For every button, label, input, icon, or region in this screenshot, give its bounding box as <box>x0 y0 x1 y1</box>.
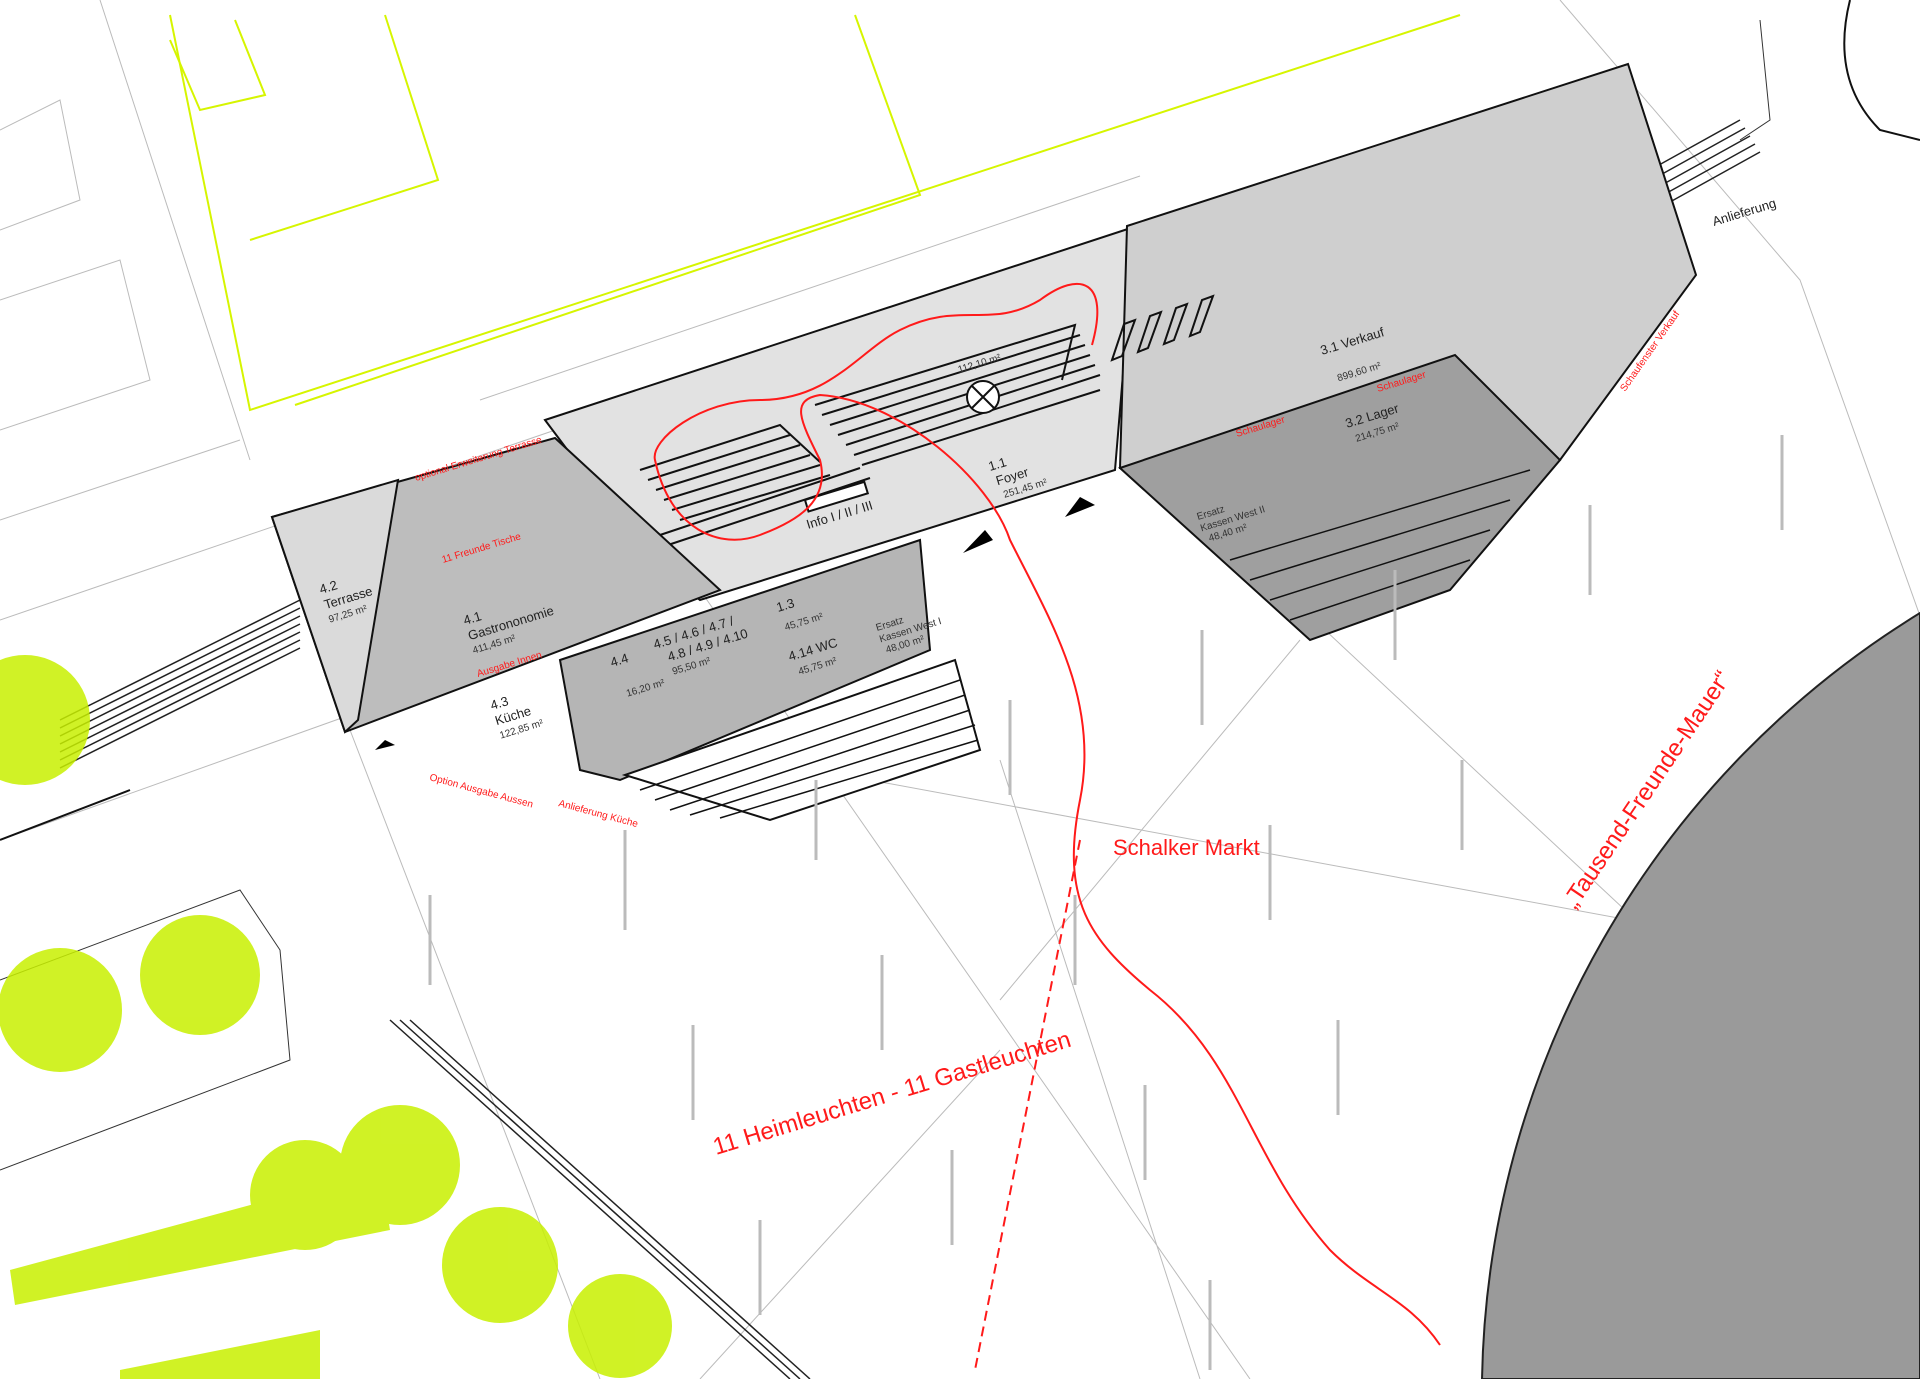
kassen-bars <box>1110 294 1215 362</box>
trees <box>0 655 672 1379</box>
lager-stairs <box>1229 469 1531 621</box>
entrance-markers <box>375 497 1095 750</box>
outdoor-stairs-lines <box>639 679 979 819</box>
walkway-stripes <box>59 119 1761 1379</box>
svg-text:1.1: 1.1 <box>986 454 1008 474</box>
stadium <box>1480 611 1920 1379</box>
terrace-area <box>270 478 400 734</box>
sports-field-lines <box>169 14 1461 412</box>
label-ausgabe-aussen: Option Ausgabe Aussen <box>428 772 534 810</box>
boundary-dashed-line <box>974 839 1081 1371</box>
label-schalker-markt: Schalker Markt <box>1113 835 1260 860</box>
stairwell-cross <box>971 385 995 409</box>
label-anlieferung: Anlieferung <box>1710 195 1777 229</box>
svg-text:4.4: 4.4 <box>608 650 630 670</box>
svg-text:1.3: 1.3 <box>774 595 796 615</box>
svg-text:4.1: 4.1 <box>461 608 483 628</box>
lager-block <box>1118 353 1562 642</box>
label-anlieferung-kueche: Anlieferung Küche <box>557 798 639 830</box>
service-block <box>558 538 932 782</box>
svg-text:4.3: 4.3 <box>488 693 510 713</box>
lamp-posts <box>428 435 1784 1370</box>
tribune-stairs <box>639 323 1101 546</box>
svg-text:4.2: 4.2 <box>317 577 339 597</box>
visitor-route <box>653 282 1441 1346</box>
verkauf-block <box>1118 62 1698 470</box>
label-kueche: 4.3 Küche 122,85 m² <box>488 693 545 741</box>
